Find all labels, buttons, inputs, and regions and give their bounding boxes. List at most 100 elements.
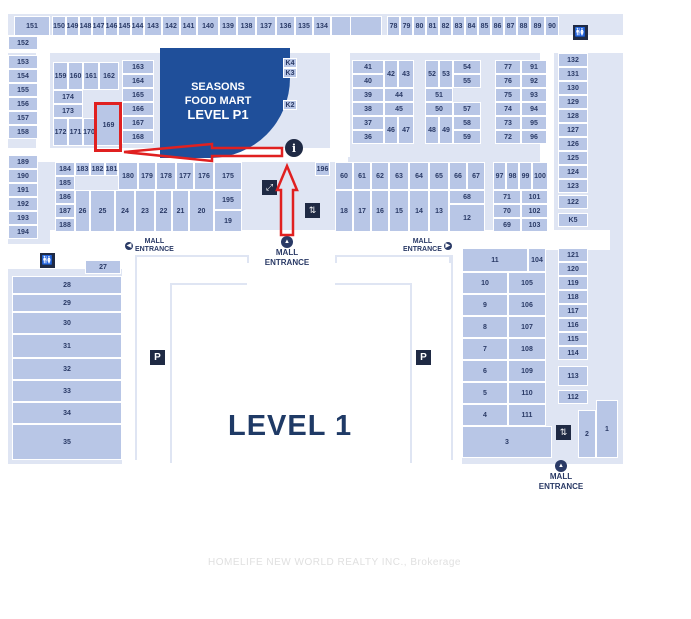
unit-124[interactable]: 124 xyxy=(558,165,588,179)
unit-19[interactable]: 19 xyxy=(214,210,242,232)
unit-34[interactable]: 34 xyxy=(12,402,122,424)
unit-123[interactable]: 123 xyxy=(558,179,588,193)
unit-110[interactable]: 110 xyxy=(508,382,546,404)
unit-57[interactable]: 57 xyxy=(453,102,481,116)
unit-21[interactable]: 21 xyxy=(172,190,189,232)
unit-37[interactable]: 37 xyxy=(352,116,384,130)
unit-106[interactable]: 106 xyxy=(508,294,546,316)
unit-87[interactable]: 87 xyxy=(504,16,517,36)
unit-80[interactable]: 80 xyxy=(413,16,426,36)
unit-31[interactable]: 31 xyxy=(12,334,122,358)
unit-137[interactable]: 137 xyxy=(256,16,276,36)
unit-100[interactable]: 100 xyxy=(532,162,548,190)
unit-190[interactable]: 190 xyxy=(8,169,38,183)
unit-144[interactable]: 144 xyxy=(131,16,144,36)
unit-11[interactable]: 11 xyxy=(462,248,528,272)
unit-18[interactable]: 18 xyxy=(335,190,353,232)
unit-152[interactable]: 152 xyxy=(8,36,38,50)
unit-180[interactable]: 180 xyxy=(118,162,138,190)
unit-168[interactable]: 168 xyxy=(122,130,154,144)
unit-65[interactable]: 65 xyxy=(429,162,449,190)
unit-104[interactable]: 104 xyxy=(528,248,546,272)
unit-109[interactable]: 109 xyxy=(508,360,546,382)
unit-41[interactable]: 41 xyxy=(352,60,384,74)
unit-k4[interactable]: K4 xyxy=(283,58,297,68)
unit-46[interactable]: 46 xyxy=(384,116,398,144)
unit-66[interactable]: 66 xyxy=(449,162,467,190)
unit-125[interactable]: 125 xyxy=(558,151,588,165)
unit-116[interactable]: 116 xyxy=(558,318,588,332)
unit-32[interactable]: 32 xyxy=(12,358,122,380)
unit-173[interactable]: 173 xyxy=(53,104,83,118)
unit-141[interactable]: 141 xyxy=(180,16,197,36)
unit-99[interactable]: 99 xyxy=(519,162,532,190)
unit-84[interactable]: 84 xyxy=(465,16,478,36)
unit-183[interactable]: 183 xyxy=(75,162,90,176)
unit-138[interactable]: 138 xyxy=(237,16,256,36)
unit-158[interactable]: 158 xyxy=(8,125,38,139)
unit-72[interactable]: 72 xyxy=(495,130,521,144)
unit-95[interactable]: 95 xyxy=(521,116,547,130)
unit-97[interactable]: 97 xyxy=(493,162,506,190)
unit-189[interactable]: 189 xyxy=(8,155,38,169)
unit-147[interactable]: 147 xyxy=(92,16,105,36)
unit-33[interactable]: 33 xyxy=(12,380,122,402)
unit-4[interactable]: 4 xyxy=(462,404,508,426)
unit-130[interactable]: 130 xyxy=(558,81,588,95)
unit-161[interactable]: 161 xyxy=(83,62,99,90)
unit-15[interactable]: 15 xyxy=(389,190,409,232)
unit-2[interactable]: 2 xyxy=(578,410,596,458)
unit-145[interactable]: 145 xyxy=(118,16,131,36)
unit-185[interactable]: 185 xyxy=(55,176,75,190)
unit-22[interactable]: 22 xyxy=(155,190,172,232)
unit-177[interactable]: 177 xyxy=(176,162,194,190)
unit-181[interactable]: 181 xyxy=(105,162,118,176)
unit-186[interactable]: 186 xyxy=(55,190,75,204)
unit-12[interactable]: 12 xyxy=(449,204,485,232)
unit-126[interactable]: 126 xyxy=(558,137,588,151)
unit-113[interactable]: 113 xyxy=(558,366,588,386)
unit-172[interactable]: 172 xyxy=(53,118,68,146)
unit-165[interactable]: 165 xyxy=(122,88,154,102)
unit-121[interactable]: 121 xyxy=(558,248,588,262)
unit-122[interactable]: 122 xyxy=(558,195,588,209)
unit-166[interactable]: 166 xyxy=(122,102,154,116)
unit-153[interactable]: 153 xyxy=(8,55,38,69)
unit-108[interactable]: 108 xyxy=(508,338,546,360)
unit-182[interactable]: 182 xyxy=(90,162,105,176)
unit-9[interactable]: 9 xyxy=(462,294,508,316)
unit-150[interactable]: 150 xyxy=(52,16,66,36)
unit-20[interactable]: 20 xyxy=(189,190,214,232)
unit-28[interactable]: 28 xyxy=(12,276,122,294)
unit-73[interactable]: 73 xyxy=(495,116,521,130)
unit-81[interactable]: 81 xyxy=(426,16,439,36)
unit-163[interactable]: 163 xyxy=(122,60,154,74)
unit-[interactable] xyxy=(350,16,382,36)
unit-26[interactable]: 26 xyxy=(75,190,90,232)
unit-193[interactable]: 193 xyxy=(8,211,38,225)
unit-36[interactable]: 36 xyxy=(352,130,384,144)
unit-53[interactable]: 53 xyxy=(439,60,453,88)
unit-94[interactable]: 94 xyxy=(521,102,547,116)
unit-91[interactable]: 91 xyxy=(521,60,547,74)
unit-17[interactable]: 17 xyxy=(353,190,371,232)
unit-162[interactable]: 162 xyxy=(99,62,119,90)
unit-149[interactable]: 149 xyxy=(66,16,79,36)
unit-194[interactable]: 194 xyxy=(8,225,38,239)
unit-52[interactable]: 52 xyxy=(425,60,439,88)
unit-93[interactable]: 93 xyxy=(521,88,547,102)
unit-96[interactable]: 96 xyxy=(521,130,547,144)
unit-115[interactable]: 115 xyxy=(558,332,588,346)
unit-78[interactable]: 78 xyxy=(387,16,400,36)
unit-64[interactable]: 64 xyxy=(409,162,429,190)
unit-105[interactable]: 105 xyxy=(508,272,546,294)
unit-51[interactable]: 51 xyxy=(425,88,453,102)
unit-58[interactable]: 58 xyxy=(453,116,481,130)
unit-79[interactable]: 79 xyxy=(400,16,413,36)
unit-114[interactable]: 114 xyxy=(558,346,588,360)
unit-118[interactable]: 118 xyxy=(558,290,588,304)
unit-67[interactable]: 67 xyxy=(467,162,485,190)
unit-8[interactable]: 8 xyxy=(462,316,508,338)
unit-24[interactable]: 24 xyxy=(115,190,135,232)
unit-14[interactable]: 14 xyxy=(409,190,429,232)
